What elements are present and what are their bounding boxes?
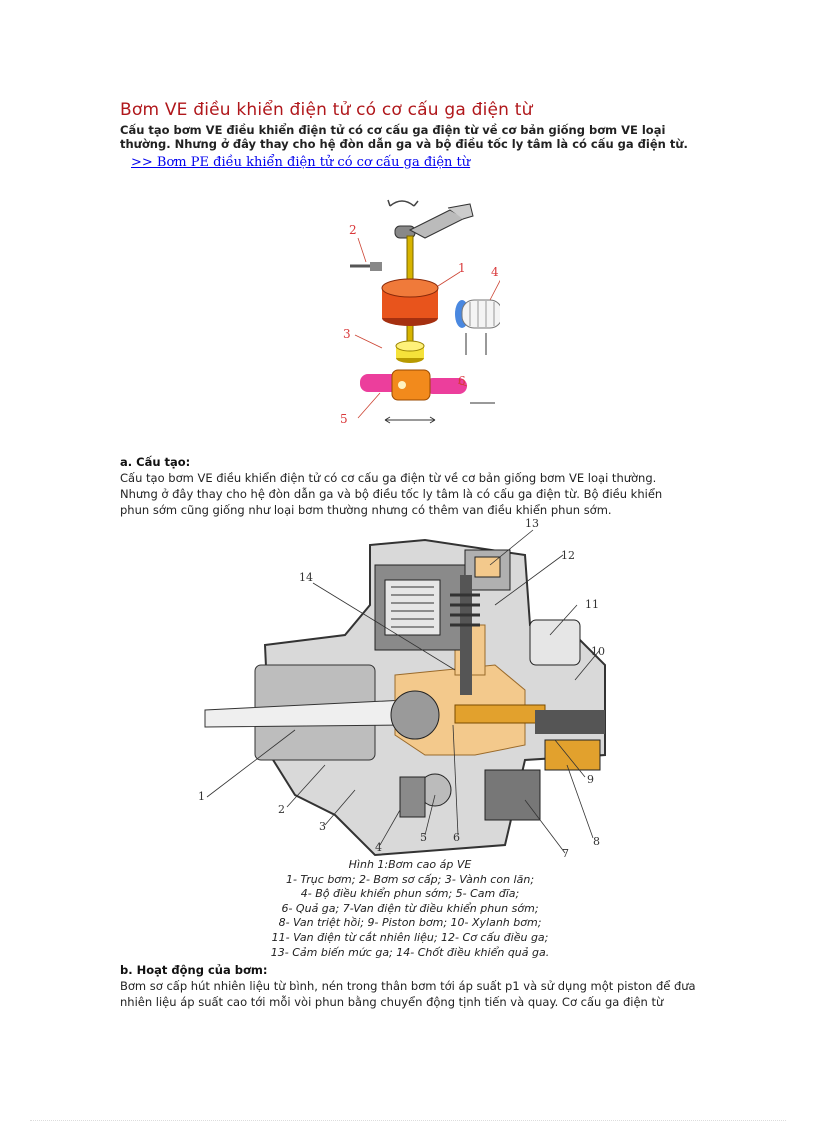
fig2-label-1: 1 <box>198 790 205 803</box>
section-a-heading: a. Cấu tạo: <box>120 455 191 469</box>
fig2-label-11: 11 <box>585 598 599 611</box>
section-a-text: Cấu tạo bơm VE điều khiển điện tử có cơ … <box>120 471 663 517</box>
page-title: Bơm VE điều khiển điện tử có cơ cấu ga đ… <box>120 100 533 120</box>
figure-caption: Hình 1:Bơm cao áp VE 1- Trục bơm; 2- Bơm… <box>240 858 580 960</box>
section-b-heading: b. Hoạt động của bơm: <box>120 963 268 977</box>
fig2-label-8: 8 <box>593 835 600 848</box>
fig2-label-6: 6 <box>453 831 460 844</box>
fig2-label-5: 5 <box>420 831 427 844</box>
caption-line: 8- Van triệt hồi; 9- Piston bơm; 10- Xyl… <box>278 916 542 930</box>
fig2-label-9: 9 <box>587 773 594 786</box>
related-article-link[interactable]: >> Bơm PE điều khiển điện tử có cơ cấu g… <box>131 155 471 170</box>
fig2-label-12: 12 <box>561 549 575 562</box>
fig2-label-10: 10 <box>591 645 605 658</box>
ve-pump-cross-section: 1 2 3 4 5 6 7 8 9 10 11 12 13 14 <box>198 517 606 860</box>
intro-paragraph: Cấu tạo bơm VE điều khiển điện tử có cơ … <box>120 123 688 151</box>
fig1-label-6: 6 <box>458 374 466 388</box>
fig2-label-3: 3 <box>319 820 326 833</box>
fig2-label-13: 13 <box>525 517 539 530</box>
fig2-label-14: 14 <box>299 571 313 584</box>
fig2-label-7: 7 <box>562 847 569 860</box>
fig1-label-2: 2 <box>349 223 357 237</box>
caption-line: Hình 1:Bơm cao áp VE <box>348 858 472 871</box>
fig1-label-1: 1 <box>458 261 466 275</box>
fig2-label-2: 2 <box>278 803 285 816</box>
caption-line: 6- Quả ga; 7-Van điện từ điều khiển phun… <box>281 901 539 915</box>
section-b-text: Bơm sơ cấp hút nhiên liệu từ bình, nén t… <box>120 979 696 1009</box>
fig1-label-4: 4 <box>491 265 499 279</box>
page-bottom-divider <box>30 1120 786 1121</box>
actuator-diagram: 1 2 3 4 5 6 <box>340 199 500 426</box>
fig2-label-4: 4 <box>375 841 382 854</box>
caption-line: 4- Bộ điều khiển phun sớm; 5- Cam đĩa; <box>300 887 520 901</box>
caption-line: 1- Trục bơm; 2- Bơm sơ cấp; 3- Vành con … <box>285 872 535 886</box>
caption-line: 11- Van điện từ cắt nhiên liệu; 12- Cơ c… <box>271 930 549 944</box>
fig1-label-3: 3 <box>343 327 351 341</box>
caption-line: 13- Cảm biến mức ga; 14- Chốt điều khiển… <box>270 945 550 959</box>
fig1-label-5: 5 <box>340 412 348 426</box>
